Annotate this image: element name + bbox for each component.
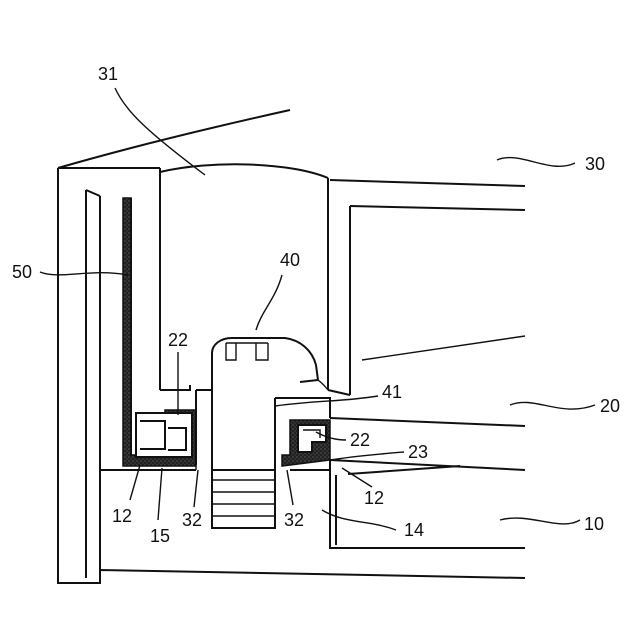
plug-40	[212, 338, 318, 380]
label-30: 30	[585, 154, 605, 174]
label-32-right: 32	[284, 510, 304, 530]
thread-steps	[212, 470, 275, 528]
label-40: 40	[280, 250, 300, 270]
reference-labels: 31 30 50 40 22 41 20 22 23 12 32 32 12 1…	[12, 64, 620, 546]
label-15: 15	[150, 526, 170, 546]
label-32-left: 32	[182, 510, 202, 530]
label-12-right: 12	[364, 488, 384, 508]
label-20: 20	[600, 396, 620, 416]
label-41: 41	[382, 382, 402, 402]
label-50: 50	[12, 262, 32, 282]
label-12-left: 12	[112, 506, 132, 526]
label-22-left: 22	[168, 330, 188, 350]
label-14: 14	[404, 520, 424, 540]
label-23: 23	[408, 442, 428, 462]
seal-right-23	[282, 420, 330, 466]
label-31: 31	[98, 64, 118, 84]
label-10: 10	[584, 514, 604, 534]
label-22-right: 22	[350, 430, 370, 450]
latch-22-left	[136, 413, 192, 457]
